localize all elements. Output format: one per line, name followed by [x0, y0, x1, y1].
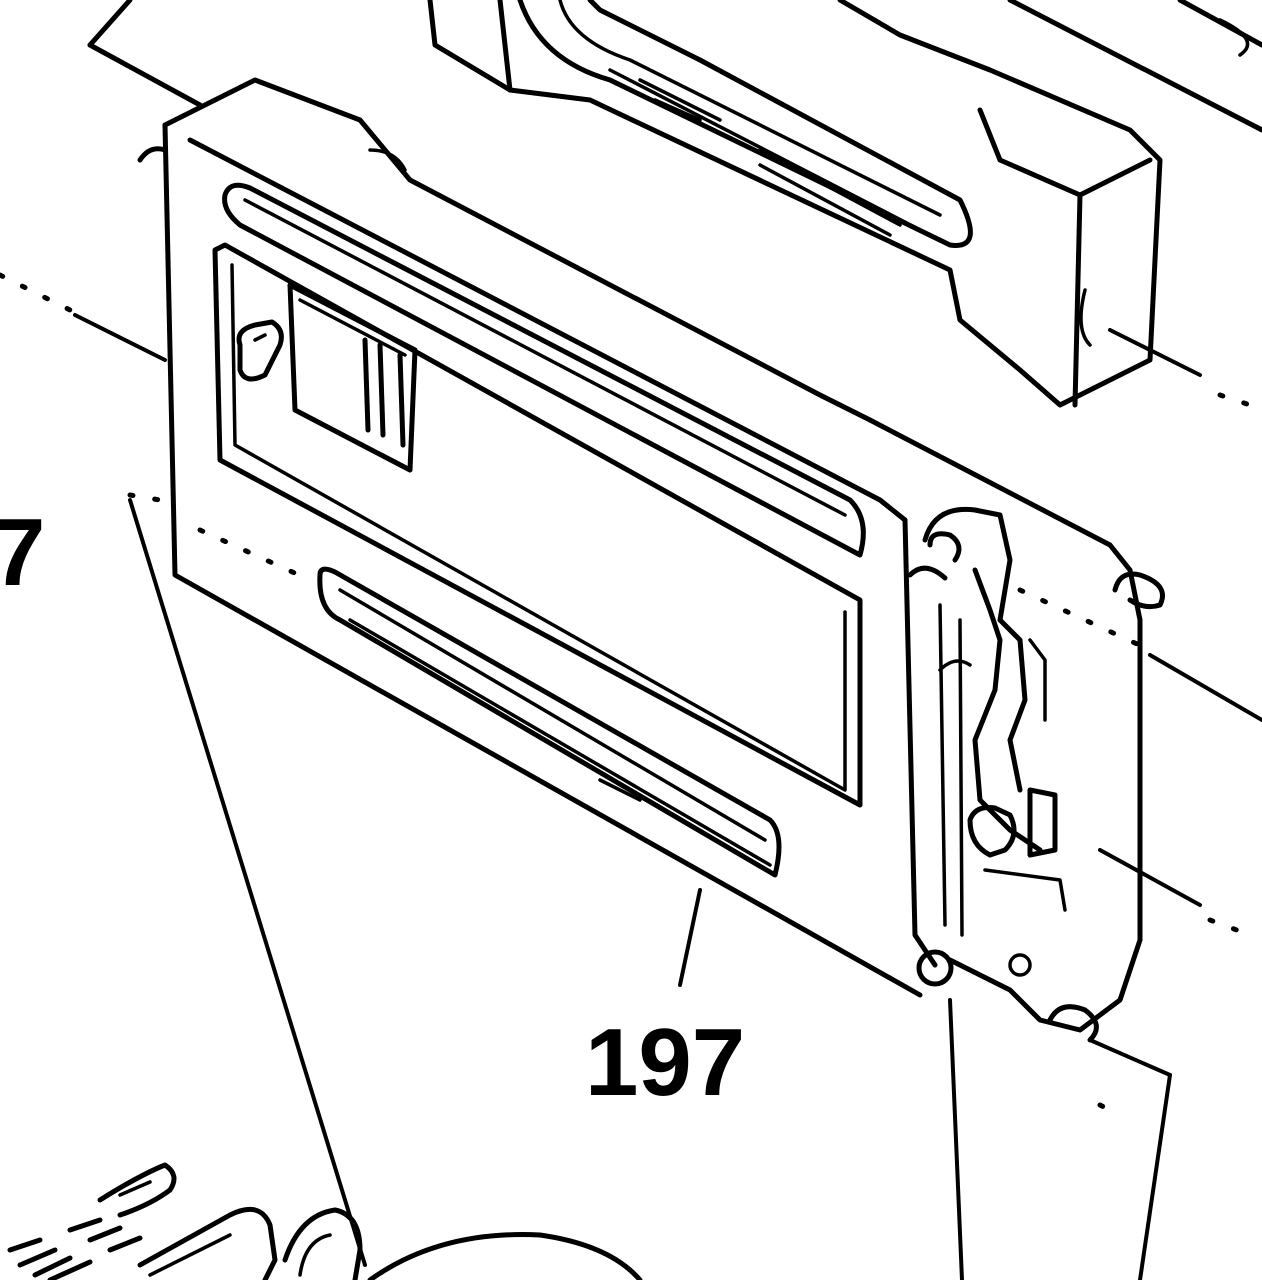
upper-component [87, 0, 1262, 408]
housing-part-197 [137, 77, 1165, 1043]
callout-partial-left: 7 [0, 499, 45, 606]
center-lines [0, 272, 1253, 1113]
lower-left-components [7, 1162, 643, 1280]
callout-197: 197 [585, 1009, 745, 1116]
leader-lines [73, 313, 1262, 1280]
